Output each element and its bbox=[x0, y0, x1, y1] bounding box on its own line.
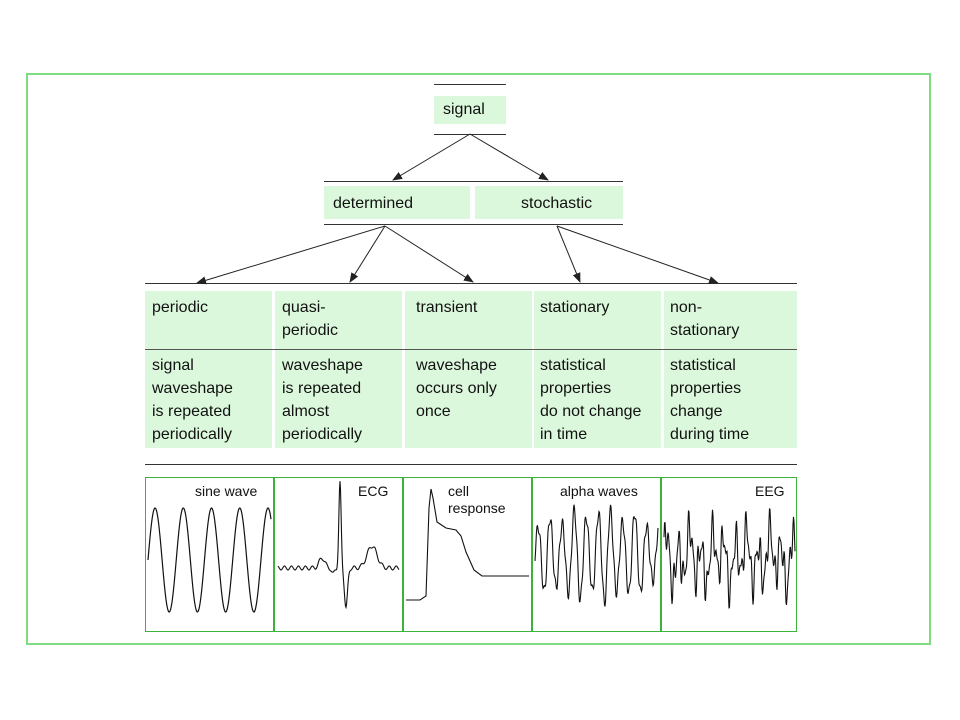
root-node bbox=[434, 96, 506, 124]
cat-box-transient bbox=[405, 291, 532, 448]
root-top-rule bbox=[434, 84, 506, 85]
root-label: signal bbox=[443, 101, 485, 118]
example-alpha-waves: alpha waves bbox=[560, 483, 638, 499]
node-stochastic: stochastic bbox=[521, 195, 593, 212]
cat-periodic: periodic bbox=[152, 299, 209, 316]
desc-non-stationary: statistical properties change during tim… bbox=[670, 357, 750, 443]
arrow-determined-periodic bbox=[196, 225, 386, 285]
arrow-stochastic-nonstationary bbox=[556, 225, 719, 284]
eeg-trace bbox=[663, 508, 796, 609]
table-bottom-rule bbox=[145, 464, 797, 465]
level1-box-determined bbox=[324, 186, 470, 219]
desc-stationary: statistical properties do not change in … bbox=[540, 357, 642, 443]
sine-wave-trace bbox=[147, 507, 272, 613]
example-eeg: EEG bbox=[755, 483, 785, 499]
cat-stationary: stationary bbox=[540, 299, 610, 316]
cat-transient: transient bbox=[416, 299, 478, 316]
panel-alpha-waves bbox=[532, 477, 661, 632]
table-mid-rule bbox=[145, 349, 797, 350]
arrow-signal-determined bbox=[392, 133, 471, 181]
cell-response-trace bbox=[406, 488, 529, 601]
arrow-determined-transient bbox=[384, 225, 474, 283]
desc-transient: waveshape occurs only once bbox=[416, 357, 497, 420]
ecg-trace bbox=[277, 481, 400, 610]
level1-top-rule bbox=[324, 181, 623, 182]
arrow-stochastic-stationary bbox=[556, 225, 581, 283]
example-cell-response: cell response bbox=[448, 483, 506, 516]
desc-periodic: signal waveshape is repeated periodicall… bbox=[152, 357, 233, 443]
level1-bottom-rule bbox=[324, 224, 623, 225]
arrow-determined-quasi bbox=[349, 225, 386, 283]
cat-non-stationary: non- stationary bbox=[670, 299, 740, 339]
panel-ecg bbox=[274, 477, 403, 632]
cat-box-quasi-periodic bbox=[275, 291, 402, 448]
cat-box-periodic bbox=[145, 291, 272, 448]
table-top-rule bbox=[145, 283, 797, 284]
cat-box-non-stationary bbox=[664, 291, 797, 448]
node-determined: determined bbox=[333, 195, 414, 212]
level1-box-stochastic bbox=[475, 186, 623, 219]
cat-quasi-periodic: quasi- periodic bbox=[282, 299, 339, 339]
alpha-waves-trace bbox=[534, 504, 659, 607]
arrow-signal-stochastic bbox=[469, 133, 549, 181]
example-ecg: ECG bbox=[358, 483, 389, 499]
desc-quasi-periodic: waveshape is repeated almost periodicall… bbox=[282, 357, 363, 443]
cat-box-stationary bbox=[534, 291, 661, 448]
example-sine-wave: sine wave bbox=[195, 483, 258, 499]
